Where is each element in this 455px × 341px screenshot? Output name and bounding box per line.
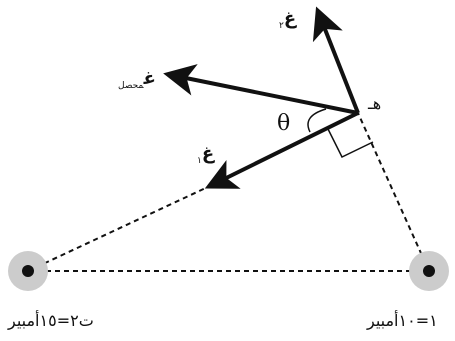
force-2-label: غ٢ [279, 10, 296, 31]
wire-2-icon [8, 251, 48, 291]
force-resultant-symbol: غ [143, 68, 156, 89]
wire1-to-point-dashed [357, 112, 430, 272]
wire-1-icon [409, 251, 449, 291]
right-angle-icon [327, 128, 374, 158]
point-label: هـ [368, 94, 382, 113]
force-resultant-label: غمحصل [118, 70, 156, 91]
force-resultant-subscript: محصل [118, 81, 144, 91]
force-2-symbol: غ [283, 8, 297, 29]
angle-theta-label: θ [277, 111, 291, 136]
force-2-subscript: ٢ [279, 21, 284, 31]
force-2-arrow [312, 6, 360, 114]
force-1-label: غ١ [197, 145, 214, 166]
force-1-arrow [204, 111, 359, 189]
current-2-label: ت٢=١٥أمبير [8, 311, 94, 330]
wire2-to-point-dashed [27, 184, 213, 272]
theta-arc [307, 108, 327, 133]
current-1-label: ١=١٠أمبير [367, 311, 438, 330]
force-1-subscript: ١ [197, 156, 202, 166]
force-resultant-arrow [163, 64, 359, 115]
force-1-symbol: غ [201, 143, 215, 164]
